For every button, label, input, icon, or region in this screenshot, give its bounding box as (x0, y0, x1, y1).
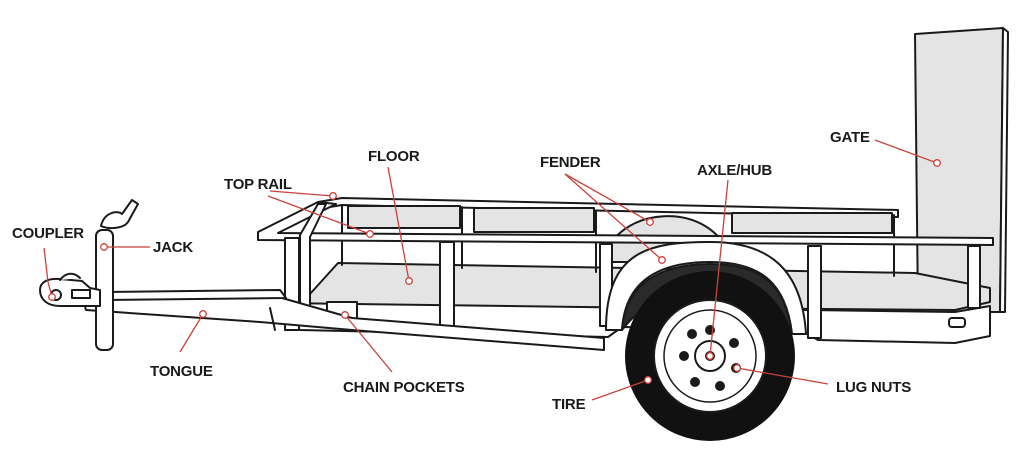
label-fender: FENDER (540, 154, 601, 171)
top-rail-bar (257, 201, 994, 246)
label-jack: JACK (153, 239, 193, 256)
coupler-assembly (39, 272, 101, 307)
lug-nuts-dot (733, 364, 741, 372)
label-top-rail: TOP RAIL (224, 176, 292, 193)
label-tongue: TONGUE (150, 363, 213, 380)
tongue-dot (199, 310, 207, 318)
label-chain-pockets: CHAIN POCKETS (343, 379, 465, 396)
label-floor: FLOOR (368, 148, 420, 165)
label-coupler: COUPLER (12, 225, 84, 242)
fender-dot-2 (658, 256, 666, 264)
top-rail-dot-2 (366, 230, 374, 238)
floor-dot (405, 277, 413, 285)
jack-dot (100, 243, 108, 251)
axle-hub-dot (706, 352, 714, 360)
tire-dot (644, 376, 652, 384)
side-panels (347, 205, 893, 234)
top-rail-dot (329, 192, 337, 200)
label-axle-hub: AXLE/HUB (697, 162, 772, 179)
tongue-beam (81, 295, 605, 351)
jack-assembly (95, 199, 139, 351)
chain-pockets-dot (341, 311, 349, 319)
label-tire: TIRE (552, 396, 586, 413)
fender-dot (646, 218, 654, 226)
anchor-dots (48, 159, 941, 384)
label-lug-nuts: LUG NUTS (836, 379, 911, 396)
leader-lines (43, 139, 938, 401)
label-gate: GATE (830, 129, 870, 146)
coupler-dot (48, 293, 56, 301)
gate-panel (914, 27, 1004, 313)
near-fender (605, 241, 807, 335)
part-labels: COUPLER JACK TOP RAIL FLOOR FENDER AXLE/… (12, 129, 911, 413)
gate-dot (933, 159, 941, 167)
